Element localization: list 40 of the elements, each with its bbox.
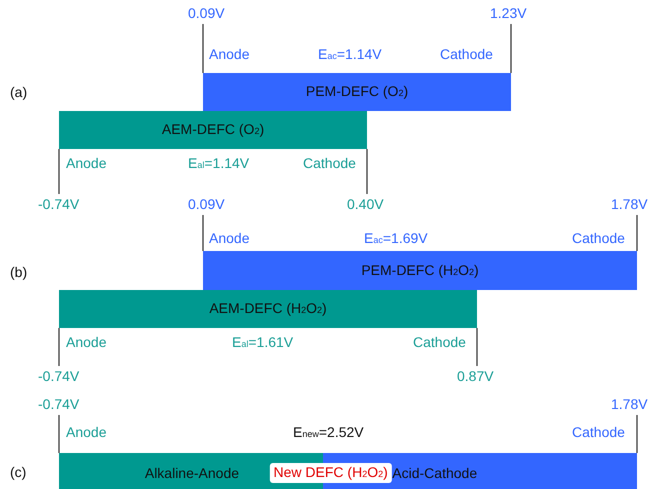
electrode-label: Anode xyxy=(66,155,106,171)
cell-bar xyxy=(203,251,637,290)
electrode-label: Anode xyxy=(66,424,106,440)
tick-line xyxy=(476,328,478,366)
electrode-label: Cathode xyxy=(572,424,625,440)
potential-value: 0.87V xyxy=(457,368,494,384)
panel-label: (c) xyxy=(10,464,26,480)
electrode-label: Anode xyxy=(66,334,106,350)
electrode-label: Cathode xyxy=(440,46,493,62)
electrode-label: Anode xyxy=(209,230,250,246)
bar-label: Acid-Cathode xyxy=(392,465,478,481)
tick-line xyxy=(58,328,60,366)
cell-bar xyxy=(203,73,511,111)
potential-value: 1.78V xyxy=(611,196,648,212)
electrode-label: Anode xyxy=(209,46,250,62)
potential-value: 0.09V xyxy=(188,196,225,212)
tick-line xyxy=(510,24,512,73)
tick-line xyxy=(58,415,60,453)
potential-value: -0.74V xyxy=(38,396,80,412)
tick-line xyxy=(202,215,204,251)
tick-line xyxy=(636,415,638,453)
cell-bar xyxy=(59,290,477,328)
tick-line xyxy=(636,215,638,251)
tick-line xyxy=(202,24,204,73)
potential-value: 0.09V xyxy=(188,5,225,21)
cell-bar xyxy=(59,453,637,489)
cell-bar xyxy=(59,111,367,149)
tick-line xyxy=(366,149,368,194)
panel-label: (a) xyxy=(10,84,28,100)
bar-label: Alkaline-Anode xyxy=(144,465,240,481)
tick-line xyxy=(58,149,60,194)
potential-value: 1.23V xyxy=(490,5,527,21)
electrode-label: Cathode xyxy=(413,334,466,350)
potential-value: -0.74V xyxy=(38,368,80,384)
potential-value: -0.74V xyxy=(38,196,80,212)
panel-label: (b) xyxy=(10,264,28,280)
electrode-label: Cathode xyxy=(572,230,625,246)
potential-value: 0.40V xyxy=(347,196,384,212)
potential-value: 1.78V xyxy=(611,396,648,412)
electrode-label: Cathode xyxy=(303,155,356,171)
